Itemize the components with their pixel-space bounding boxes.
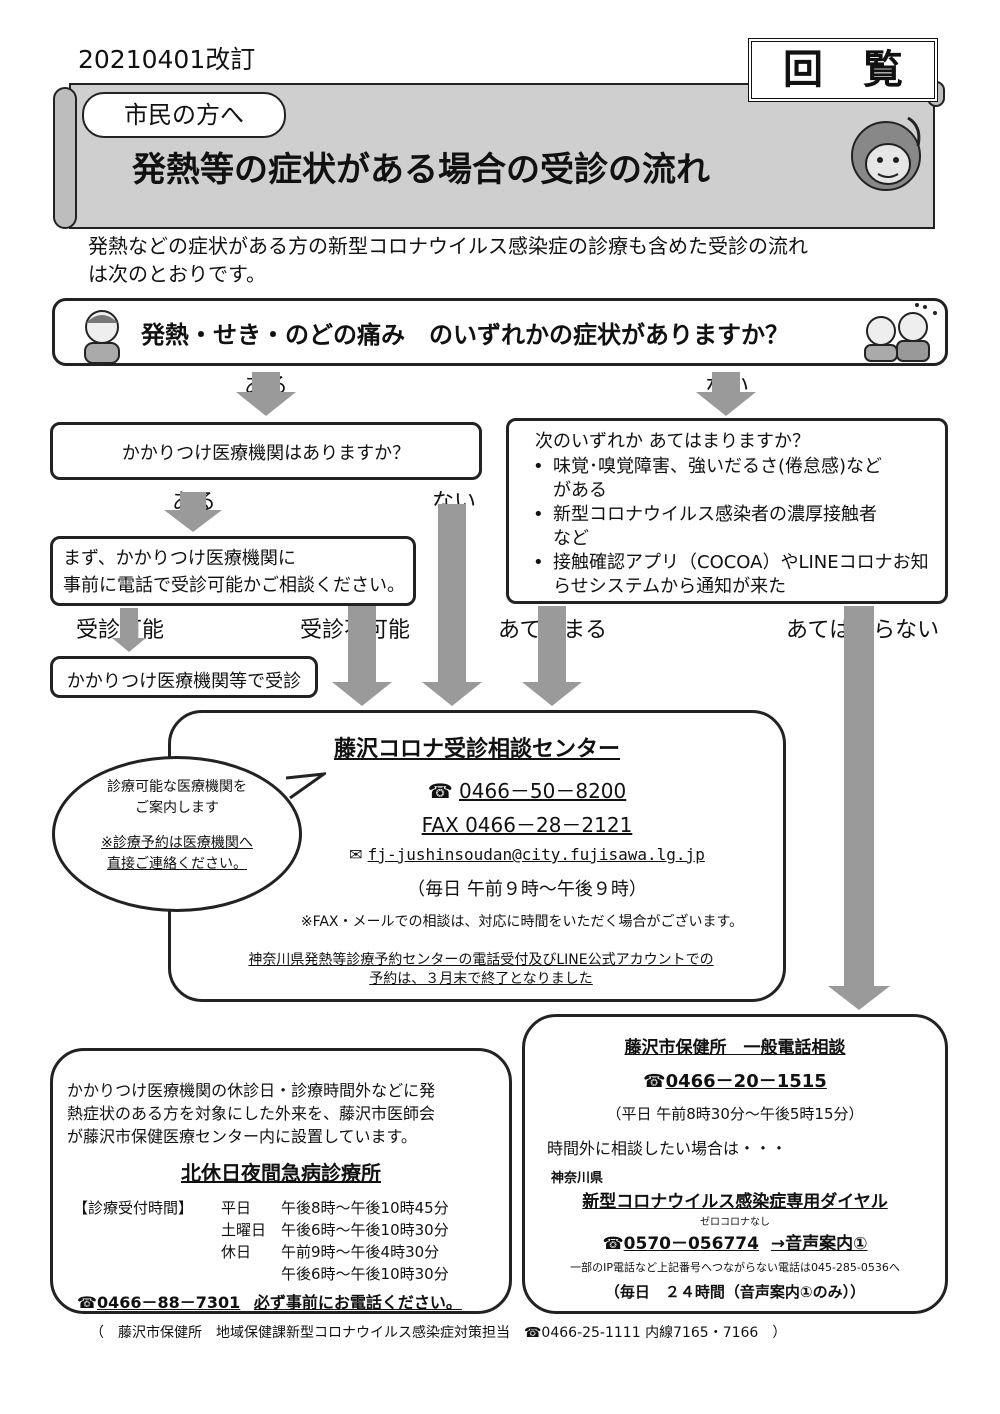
clinic-contact-row: ☎0466－88－7301 必ず事前にお電話ください。: [77, 1289, 462, 1313]
conditions-question: 次のいずれか あてはまりますか？: [535, 431, 811, 452]
family-doctor-result-box: かかりつけ医療機関等で受診: [50, 656, 318, 698]
clinic-desc-line-2: 熱症状のある方を対象にした外来を、藤沢市医師会: [67, 1104, 436, 1123]
arrow-yes-doctor: [164, 492, 222, 532]
center-tel: 0466－50－8200: [459, 779, 627, 803]
bubble-tail: [286, 772, 326, 800]
center-tel-row: ☎ 0466－50－8200: [271, 775, 783, 804]
clinic-hours-row: 平日午後8時～午後10時45分: [221, 1199, 449, 1217]
center-notice: 神奈川県発熱等診療予約センターの電話受付及びLINE公式アカウントでの 予約は、…: [201, 951, 761, 989]
health-center-title: 藤沢市保健所 一般電話相談: [624, 1038, 846, 1058]
dial-guide: →音声案内①: [770, 1234, 868, 1254]
center-notice-line-1: 神奈川県発熱等診療予約センターの電話受付及びLINE公式アカウントでの: [248, 952, 714, 968]
arrow-not-applies: [828, 606, 890, 1010]
health-center-hours: （平日 午前8時30分～午後5時15分）: [606, 1105, 864, 1123]
arrow-possible: [112, 608, 146, 654]
clinic-must-call: 必ず事前にお電話ください。: [253, 1293, 462, 1312]
symptom-question-box: 発熱・せき・のどの痛み のいずれかの症状がありますか？: [52, 298, 948, 366]
bubble-line-4: 直接ご連絡ください。: [107, 856, 247, 872]
sick-people-icon: [864, 303, 937, 362]
mascot-illustration: [851, 116, 921, 191]
clinic-desc-line-1: かかりつけ医療機関の休診日・診療時間外などに発: [67, 1081, 436, 1100]
intro-line-2: は次のとおりです。: [88, 262, 266, 286]
prefecture-label: 神奈川県: [551, 1171, 604, 1186]
conditions-question-box: 次のいずれか あてはまりますか？ 味覚･嗅覚障害、強いだるさ(倦怠感)などがある…: [506, 418, 948, 604]
center-email: fj-jushinsoudan@city.fujisawa.lg.jp: [367, 845, 705, 864]
symptom-question: 発熱・せき・のどの痛み のいずれかの症状がありますか？: [141, 321, 789, 349]
intro-line-1: 発熱などの症状がある方の新型コロナウイルス感染症の診療も含めた受診の流れ: [88, 234, 808, 258]
coughing-person-icon: [84, 310, 120, 363]
bubble-line-2: ご案内します: [135, 800, 219, 816]
intro-text: 発熱などの症状がある方の新型コロナウイルス感染症の診療も含めた受診の流れ は次の…: [88, 232, 808, 288]
center-note: ※FAX・メールでの相談は、対応に時間をいただく場合がございます。: [300, 914, 744, 930]
center-hours: （毎日 午前９時～午後９時）: [407, 879, 647, 900]
clinic-hours-table: 平日午後8時～午後10時45分 土曜日午後6時～午後10時30分 休日午前9時～…: [221, 1197, 449, 1285]
phone-icon: ☎: [602, 1234, 624, 1254]
clinic-hours-row: 休日午前9時～午後4時30分: [221, 1243, 440, 1261]
family-doctor-question: かかりつけ医療機関はありますか？: [121, 443, 411, 464]
arrow-no-doctor: [422, 504, 482, 706]
clinic-hours-row: 土曜日午後6時～午後10時30分: [221, 1221, 449, 1239]
page-title: 発熱等の症状がある場合の受診の流れ: [132, 150, 710, 190]
ip-note: 一部のIP電話など上記番号へつながらない電話は045-285-0536へ: [570, 1261, 900, 1274]
phone-icon: ☎: [643, 1071, 666, 1092]
health-center-box: 藤沢市保健所 一般電話相談 ☎0466－20－1515 （平日 午前8時30分～…: [522, 1014, 948, 1314]
clinic-title: 北休日夜間急病診療所: [181, 1161, 381, 1185]
advice-line-1: まず、かかりつけ医療機関に: [63, 548, 296, 569]
clinic-tel: 0466－88－7301: [96, 1293, 241, 1312]
phone-icon: ☎: [427, 779, 453, 803]
center-fax: FAX 0466－28－2121: [421, 813, 633, 837]
dial-hours: （毎日 ２４時間（音声案内①のみ））: [604, 1283, 866, 1301]
family-doctor-result: かかりつけ医療機関等で受診: [66, 671, 302, 692]
arrow-impossible: [332, 606, 392, 706]
clinic-hours-label: 【診療受付時間】: [73, 1199, 194, 1217]
phone-icon: ☎: [77, 1293, 97, 1312]
clinic-hours-row: 午後6時～午後10時30分: [281, 1265, 449, 1283]
kairan-stamp: 回 覧: [748, 38, 938, 102]
advice-box: まず、かかりつけ医療機関に 事前に電話で受診可能かご相談ください。: [50, 536, 416, 606]
arrow-yes: [236, 372, 296, 416]
guidance-bubble: 診療可能な医療機関を ご案内します ※診療予約は医療機関へ 直接ご連絡ください。: [52, 756, 302, 912]
mail-icon: ✉: [349, 845, 363, 864]
night-clinic-box: かかりつけ医療機関の休診日・診療時間外などに発 熱症状のある方を対象にした外来を…: [50, 1048, 512, 1314]
revision-date: 20210401改訂: [78, 45, 256, 74]
health-center-tel-row: ☎0466－20－1515: [525, 1067, 945, 1093]
dial-tel: 0570－056774: [623, 1234, 759, 1254]
advice-line-2: 事前に電話で受診可能かご相談ください。: [63, 575, 405, 596]
arrow-no: [696, 372, 756, 416]
dial-ruby: ゼロコロナなし: [700, 1217, 770, 1228]
bubble-line-1: 診療可能な医療機関を: [107, 779, 247, 795]
audience-label: 市民の方へ: [82, 92, 286, 138]
dial-title: 新型コロナウイルス感染症専用ダイヤル: [582, 1192, 888, 1212]
center-notice-line-2: 予約は、３月末で終了となりました: [369, 971, 593, 987]
center-title: 藤沢コロナ受診相談センター: [333, 737, 620, 762]
clinic-desc-line-3: が藤沢市保健医療センター内に設置しています。: [67, 1127, 417, 1146]
health-center-tel: 0466－20－1515: [665, 1071, 827, 1092]
bubble-line-3: ※診療予約は医療機関へ: [101, 835, 253, 851]
footer-contact: （ 藤沢市保健所 地域保健課新型コロナウイルス感染症対策担当 ☎0466-25-…: [90, 1325, 787, 1341]
health-center-after-hours: 時間外に相談したい場合は・・・: [547, 1139, 788, 1158]
arrow-applies: [522, 606, 582, 706]
family-doctor-question-box: かかりつけ医療機関はありますか？: [50, 422, 482, 480]
center-email-row: ✉ fj-jushinsoudan@city.fujisawa.lg.jp: [271, 845, 783, 864]
dial-tel-row: ☎0570－056774 →音声案内①: [525, 1229, 945, 1254]
